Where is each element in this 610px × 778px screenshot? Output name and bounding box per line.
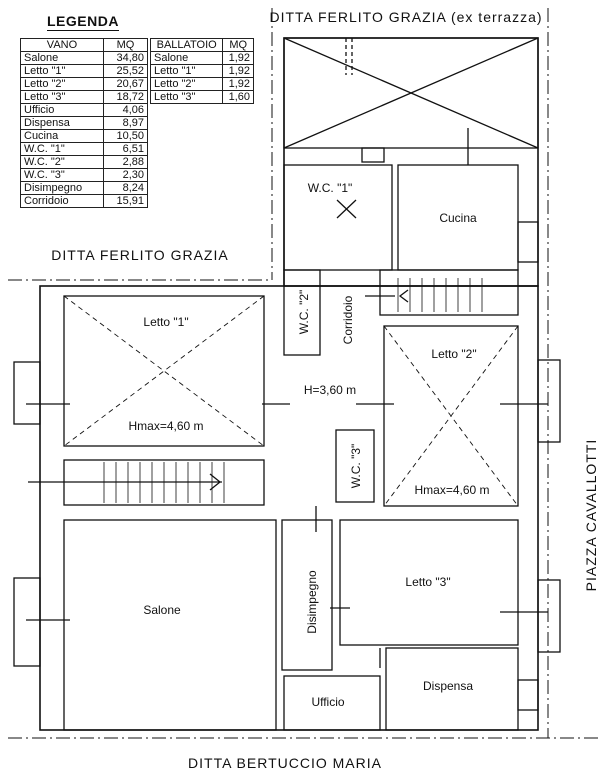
legend-row-name: Letto "3" <box>149 90 224 104</box>
label-letto2: Letto "2" <box>431 347 476 361</box>
legend-row-mq: 8,97 <box>102 116 149 130</box>
legend-row-mq: 1,92 <box>222 64 254 78</box>
ballatoio-mq-header: MQ <box>222 38 254 52</box>
terrazza-diagonal <box>283 37 539 149</box>
label-cucina: Cucina <box>439 211 477 225</box>
room-letto3 <box>339 519 519 646</box>
room-disimpegno <box>281 519 333 671</box>
upper-stair-arrow <box>398 289 409 303</box>
room-wc1 <box>283 164 393 271</box>
label-corridoio-height: H=3,60 m <box>304 383 356 397</box>
label-disimpegno: Disimpegno <box>305 570 319 634</box>
building-upper-outline <box>283 37 539 287</box>
ballatoio-header: BALLATOIO <box>149 38 224 52</box>
legend-row: Letto "1"1,92 <box>149 64 254 78</box>
terrazza-area <box>283 37 539 149</box>
label-wc2: W.C. "2" <box>297 290 311 335</box>
cucina-window-frame <box>517 221 539 263</box>
wc1-door <box>336 199 357 219</box>
legend-row-mq: 10,50 <box>102 129 149 143</box>
legend-row-name: Letto "1" <box>149 64 224 78</box>
letto2-balcony <box>537 359 561 443</box>
room-letto1 <box>63 295 265 447</box>
legend-row-mq: 34,80 <box>102 51 149 65</box>
room-letto2 <box>383 325 519 507</box>
mq-header: MQ <box>102 38 149 52</box>
vano-header: VANO <box>20 38 104 52</box>
room-wc3 <box>335 429 375 503</box>
letto1-diagonals <box>63 295 265 447</box>
legend-row-mq: 1,92 <box>222 51 254 65</box>
legend-row-mq: 1,92 <box>222 77 254 91</box>
legend-row-mq: 1,60 <box>222 90 254 104</box>
legend-row: W.C. "1"6,51 <box>20 142 149 156</box>
label-corridoio: Corridoio <box>341 295 355 344</box>
legend-title: LEGENDA <box>47 13 119 31</box>
label-wc1: W.C. "1" <box>308 181 353 195</box>
legend-row-name: Corridoio <box>20 194 104 208</box>
room-wc2 <box>283 269 321 356</box>
letto1-balcony <box>13 361 41 425</box>
dispensa-window <box>517 679 539 711</box>
legend-row-mq: 20,67 <box>102 77 149 91</box>
room-salone <box>63 519 277 731</box>
legend-row: Letto "2"1,92 <box>149 77 254 91</box>
boundary-label-right: PIAZZA CAVALLOTTI <box>583 439 599 592</box>
label-wc3: W.C. "3" <box>349 444 363 489</box>
letto3-balcony <box>537 579 561 653</box>
legend-row: Letto "2"20,67 <box>20 77 149 91</box>
main-stair-arrow <box>209 473 222 491</box>
label-salone: Salone <box>143 603 181 617</box>
label-ufficio: Ufficio <box>311 695 344 709</box>
legend-row: W.C. "2"2,88 <box>20 155 149 169</box>
legend-row: Letto "3"1,60 <box>149 90 254 104</box>
label-dispensa: Dispensa <box>423 679 473 693</box>
legend-row-name: W.C. "1" <box>20 142 104 156</box>
legend-row-name: Salone <box>149 51 224 65</box>
legend-row-mq: 15,91 <box>102 194 149 208</box>
legend-row-name: Disimpegno <box>20 181 104 195</box>
label-letto2-hmax: Hmax=4,60 m <box>414 483 489 497</box>
upper-stair <box>379 269 519 316</box>
terrazza-opening <box>361 147 385 163</box>
room-ufficio <box>283 675 381 731</box>
label-letto1-hmax: Hmax=4,60 m <box>128 419 203 433</box>
legend-row-mq: 2,88 <box>102 155 149 169</box>
legend-row-mq: 2,30 <box>102 168 149 182</box>
label-letto3: Letto "3" <box>405 575 450 589</box>
boundary-label-left: DITTA FERLITO GRAZIA <box>51 247 228 263</box>
upper-stair-steps <box>397 278 483 312</box>
salone-balcony <box>13 577 41 667</box>
label-letto1: Letto "1" <box>143 315 188 329</box>
letto2-diagonals <box>383 325 519 507</box>
legend-row-mq: 8,24 <box>102 181 149 195</box>
boundary-label-top: DITTA FERLITO GRAZIA (ex terrazza) <box>269 9 542 25</box>
boundary-label-bottom: DITTA BERTUCCIO MARIA <box>188 755 382 771</box>
